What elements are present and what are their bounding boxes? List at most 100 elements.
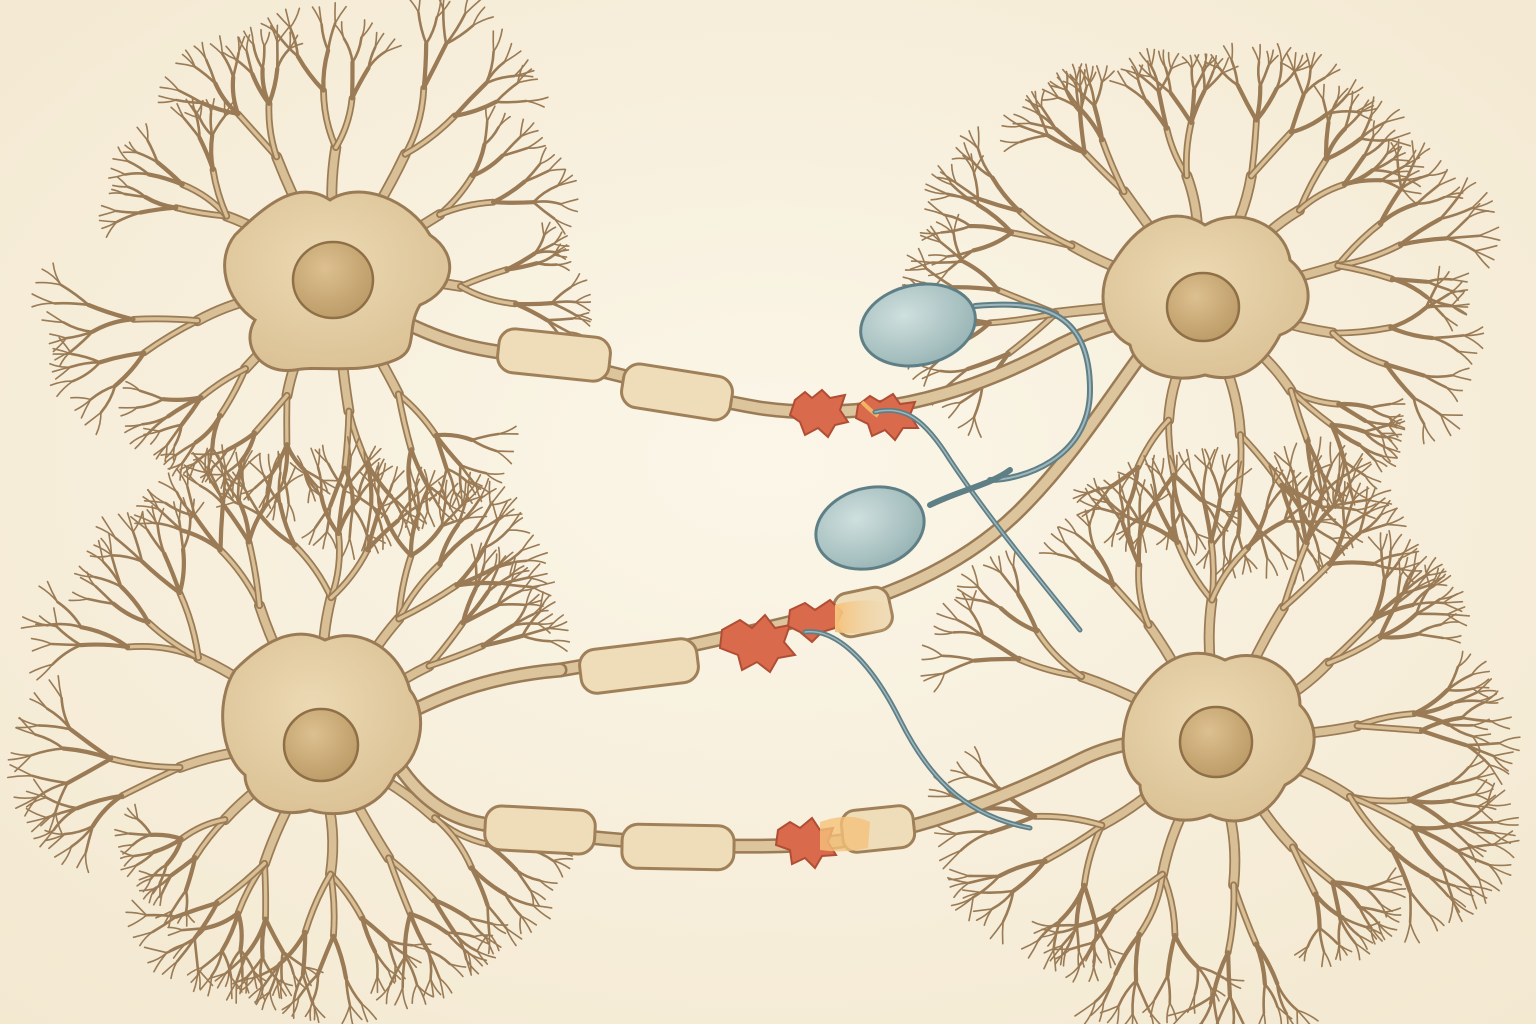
dendrite-branch [1065,72,1069,91]
dendrite-branch [1150,75,1173,95]
dendrite-branch [496,602,526,607]
dendrite-branch [1258,64,1270,88]
dendrite-branch [1446,673,1473,692]
dendrite-branch [438,977,445,999]
dendrite-branch [1468,885,1493,892]
dendrite-branch [1049,84,1068,91]
dendrite-branch [321,444,330,465]
dendrite-branch [120,406,139,417]
dendrite-branch [1388,325,1435,341]
dendrite-branch [1275,69,1297,91]
dendrite-branch [158,423,183,433]
neuron-bottom-left [221,632,423,816]
dendrite-branch [1418,715,1464,733]
dendrite-branch [1370,96,1375,117]
dendrite-branch [1358,503,1368,535]
dendrite-branch-fill [303,872,333,934]
dendrite-branch [1403,165,1425,168]
dendrite-branch [59,283,90,307]
dendrite-branch-fill [1210,546,1250,602]
dendrite-branch [1407,797,1449,826]
dendrite-branch-fill [403,114,457,156]
dendrite-branch [1030,90,1043,108]
dendrite-branch [263,31,271,47]
dendrite-branch [163,454,178,466]
dendrite-branch [1203,71,1224,93]
dendrite-branch [99,384,117,414]
dendrite-branch [386,939,397,967]
dendrite-branch [119,584,151,625]
dendrite-branch [152,882,161,895]
dendrite-branch [1364,925,1378,940]
dendrite-branch [525,589,533,607]
dendrite-branch [252,969,258,990]
dendrite-branch [917,247,928,270]
dendrite-branch [1093,972,1117,1004]
dendrite-branch [301,973,314,1004]
dendrite-branch [1268,462,1284,476]
dendrite-branch-fill [1347,794,1394,851]
dendrite-branch [252,962,281,979]
dendrite-branch [315,485,331,495]
dendrite-branch [95,411,102,436]
dendrite-branch [1092,946,1095,964]
dendrite-branch [1000,571,1020,596]
dendrite-branch [1157,67,1173,94]
dendrite-branch [505,927,517,947]
dendrite-branch [1410,825,1460,853]
dendrite-branch [1266,557,1279,577]
dendrite-branch [1124,1012,1134,1024]
dendrite-branch [57,674,63,699]
dendrite-branch [1305,498,1326,505]
dendrite-branch [351,506,369,536]
dendrite-branch [947,401,962,419]
dendrite-branch [1222,492,1240,533]
dendrite-branch [967,415,976,436]
dendrite-branch [1371,552,1402,566]
dendrite-branch [1020,939,1040,950]
dendrite-branch [1278,549,1289,571]
dendrite-branch [520,576,534,592]
dendrite-branch [311,973,320,1002]
dendrite-branch [956,761,971,778]
dendrite-branch [216,972,227,989]
dendrite-branch [1114,504,1130,531]
dendrite-branch [1399,556,1409,578]
dendrite-branch [10,752,33,757]
dendrite-branch [225,430,257,453]
dendrite-branch [1438,593,1459,601]
dendrite-branch [1040,90,1045,108]
dendrite-branch [30,637,53,645]
dendrite-branch [1382,445,1398,459]
dendrite-branch [1078,499,1103,510]
dendrite-branch [1338,452,1347,476]
dendrite-branch [536,613,554,625]
dendrite-branch [186,471,201,487]
dendrite-branch [532,904,553,909]
dendrite-branch [63,824,95,836]
dendrite-branch [1383,362,1416,400]
dendrite-branch [1389,138,1412,147]
dendrite-branch [136,878,152,887]
dendrite-branch [84,411,102,426]
dendrite-branch [927,268,950,277]
dendrite-branch [1352,457,1363,480]
dendrite-branch-fill [334,96,354,150]
dendrite-branch [209,133,216,172]
dendrite-branch [1170,498,1180,545]
dendrite-branch [464,0,482,15]
dendrite-branch [1264,485,1286,513]
dendrite-branch [1367,536,1383,553]
dendrite-branch [49,362,72,368]
dendrite-branch [328,465,347,509]
dendrite-branch [199,975,213,991]
dendrite-branch [521,626,550,638]
dendrite-branch [315,933,336,977]
dendrite-branch [495,450,513,465]
dendrite-branch [175,62,196,68]
dendrite-branch [1365,486,1369,507]
myelin-segment [620,362,734,422]
dendrite-branch [111,601,151,625]
dendrite-branch-fill [1136,563,1151,627]
dendrite-branch [1160,457,1165,477]
